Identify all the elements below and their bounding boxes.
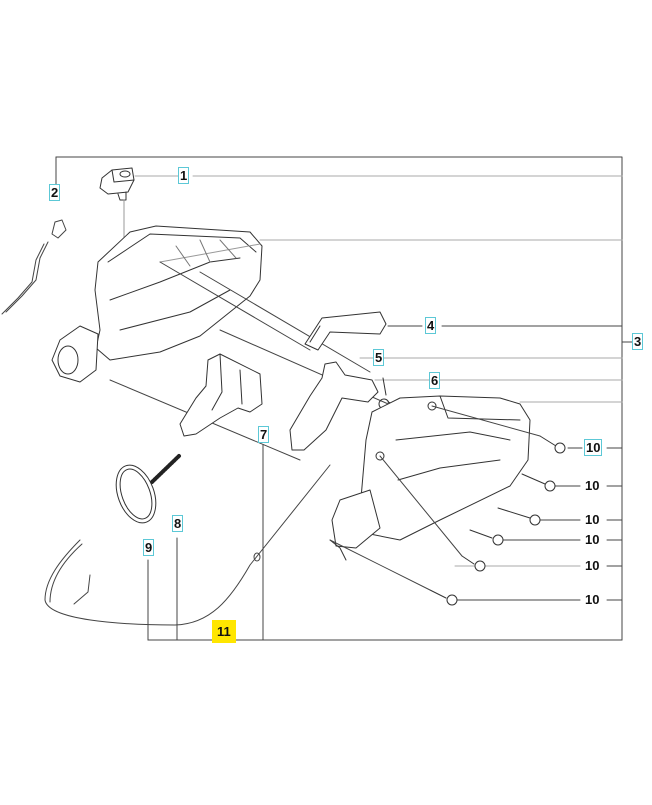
callout-10-d[interactable]: 10	[584, 532, 601, 547]
callout-10-f[interactable]: 10	[584, 592, 601, 607]
wire-part	[1, 219, 67, 315]
callout-4[interactable]: 4	[425, 317, 437, 334]
right-housing	[329, 395, 531, 561]
callout-10-a[interactable]: 10	[584, 439, 603, 456]
spring-part	[150, 453, 182, 484]
o-ring-part	[115, 464, 157, 524]
switch-part	[99, 167, 135, 251]
lockout-part	[304, 311, 387, 351]
callout-8[interactable]: 8	[172, 515, 184, 532]
callout-5[interactable]: 5	[373, 349, 385, 366]
cover-part	[179, 353, 263, 437]
callout-6[interactable]: 6	[429, 372, 441, 389]
left-housing	[51, 225, 263, 383]
callout-10-c[interactable]: 10	[584, 512, 601, 527]
leader-lines-dark	[387, 325, 623, 601]
callout-7[interactable]: 7	[258, 426, 270, 443]
callout-3[interactable]: 3	[632, 333, 644, 350]
callout-9[interactable]: 9	[143, 539, 155, 556]
trigger-part	[289, 361, 379, 451]
callout-10-e[interactable]: 10	[584, 558, 601, 573]
callout-2[interactable]: 2	[49, 184, 61, 201]
callout-1[interactable]: 1	[178, 167, 190, 184]
cable-part	[44, 464, 331, 626]
leader-lines	[134, 175, 623, 567]
screws	[429, 435, 566, 606]
callout-10-b[interactable]: 10	[584, 478, 601, 493]
callout-11-highlighted[interactable]: 11	[212, 620, 236, 643]
